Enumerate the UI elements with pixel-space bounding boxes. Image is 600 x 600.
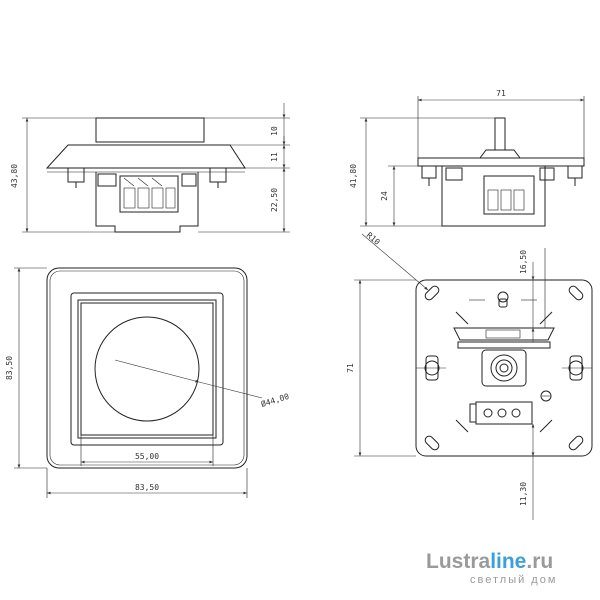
terminal-block xyxy=(119,175,179,213)
dim-front-outer-width: 83,50 xyxy=(135,483,159,492)
side-view: 10 11 22,50 43,80 xyxy=(10,103,290,233)
top-body xyxy=(441,166,546,227)
mount-left xyxy=(67,167,85,183)
top-terminal xyxy=(483,175,535,215)
brand-logo: Lustraline.ru светлый дом xyxy=(426,550,557,586)
dim-top-width: 71 xyxy=(496,89,506,98)
dim-back-offset-bottom: 11,30 xyxy=(519,482,528,506)
dim-side-frame: 11 xyxy=(270,152,279,162)
dim-front-inner-width: 55,00 xyxy=(135,452,159,461)
dim-side-total: 43,80 xyxy=(10,164,19,188)
front-view: Ø44,00 55,00 83,50 83,50 xyxy=(5,267,291,498)
plate xyxy=(80,302,214,436)
dim-side-cap: 10 xyxy=(270,126,279,136)
mounting-plate xyxy=(417,157,585,167)
inner-frame xyxy=(70,292,224,446)
svg-text:Lustraline.ru: Lustraline.ru xyxy=(426,550,553,573)
dim-front-diameter: Ø44,00 xyxy=(260,391,291,409)
back-view: R10 16,50 71 11,30 xyxy=(346,231,593,520)
dim-back-height: 71 xyxy=(346,363,355,373)
top-view: 71 41,80 24 xyxy=(349,89,585,227)
logo-part-1: Lustra xyxy=(426,550,491,573)
dim-back-offset-top: 16,50 xyxy=(519,250,528,274)
logo-subtitle: светлый дом xyxy=(470,574,557,586)
dim-back-radius: R10 xyxy=(365,231,382,247)
outer-frame xyxy=(46,267,248,469)
dim-front-outer-height: 83,50 xyxy=(5,356,14,380)
shaft-outer xyxy=(490,354,518,382)
dim-side-body: 22,50 xyxy=(270,188,279,212)
frame-profile xyxy=(45,144,246,169)
shaft xyxy=(494,117,506,151)
knob-circle xyxy=(94,316,200,422)
mount-right xyxy=(209,167,227,183)
plate-outline xyxy=(77,299,217,439)
logo-part-3: .ru xyxy=(526,550,553,573)
logo-part-2: line xyxy=(490,550,526,573)
dim-top-total: 41,80 xyxy=(349,164,358,188)
knob-cap xyxy=(95,117,205,143)
mechanism-body xyxy=(95,172,199,233)
mech-bar xyxy=(453,327,555,341)
dim-top-body: 24 xyxy=(380,191,389,201)
